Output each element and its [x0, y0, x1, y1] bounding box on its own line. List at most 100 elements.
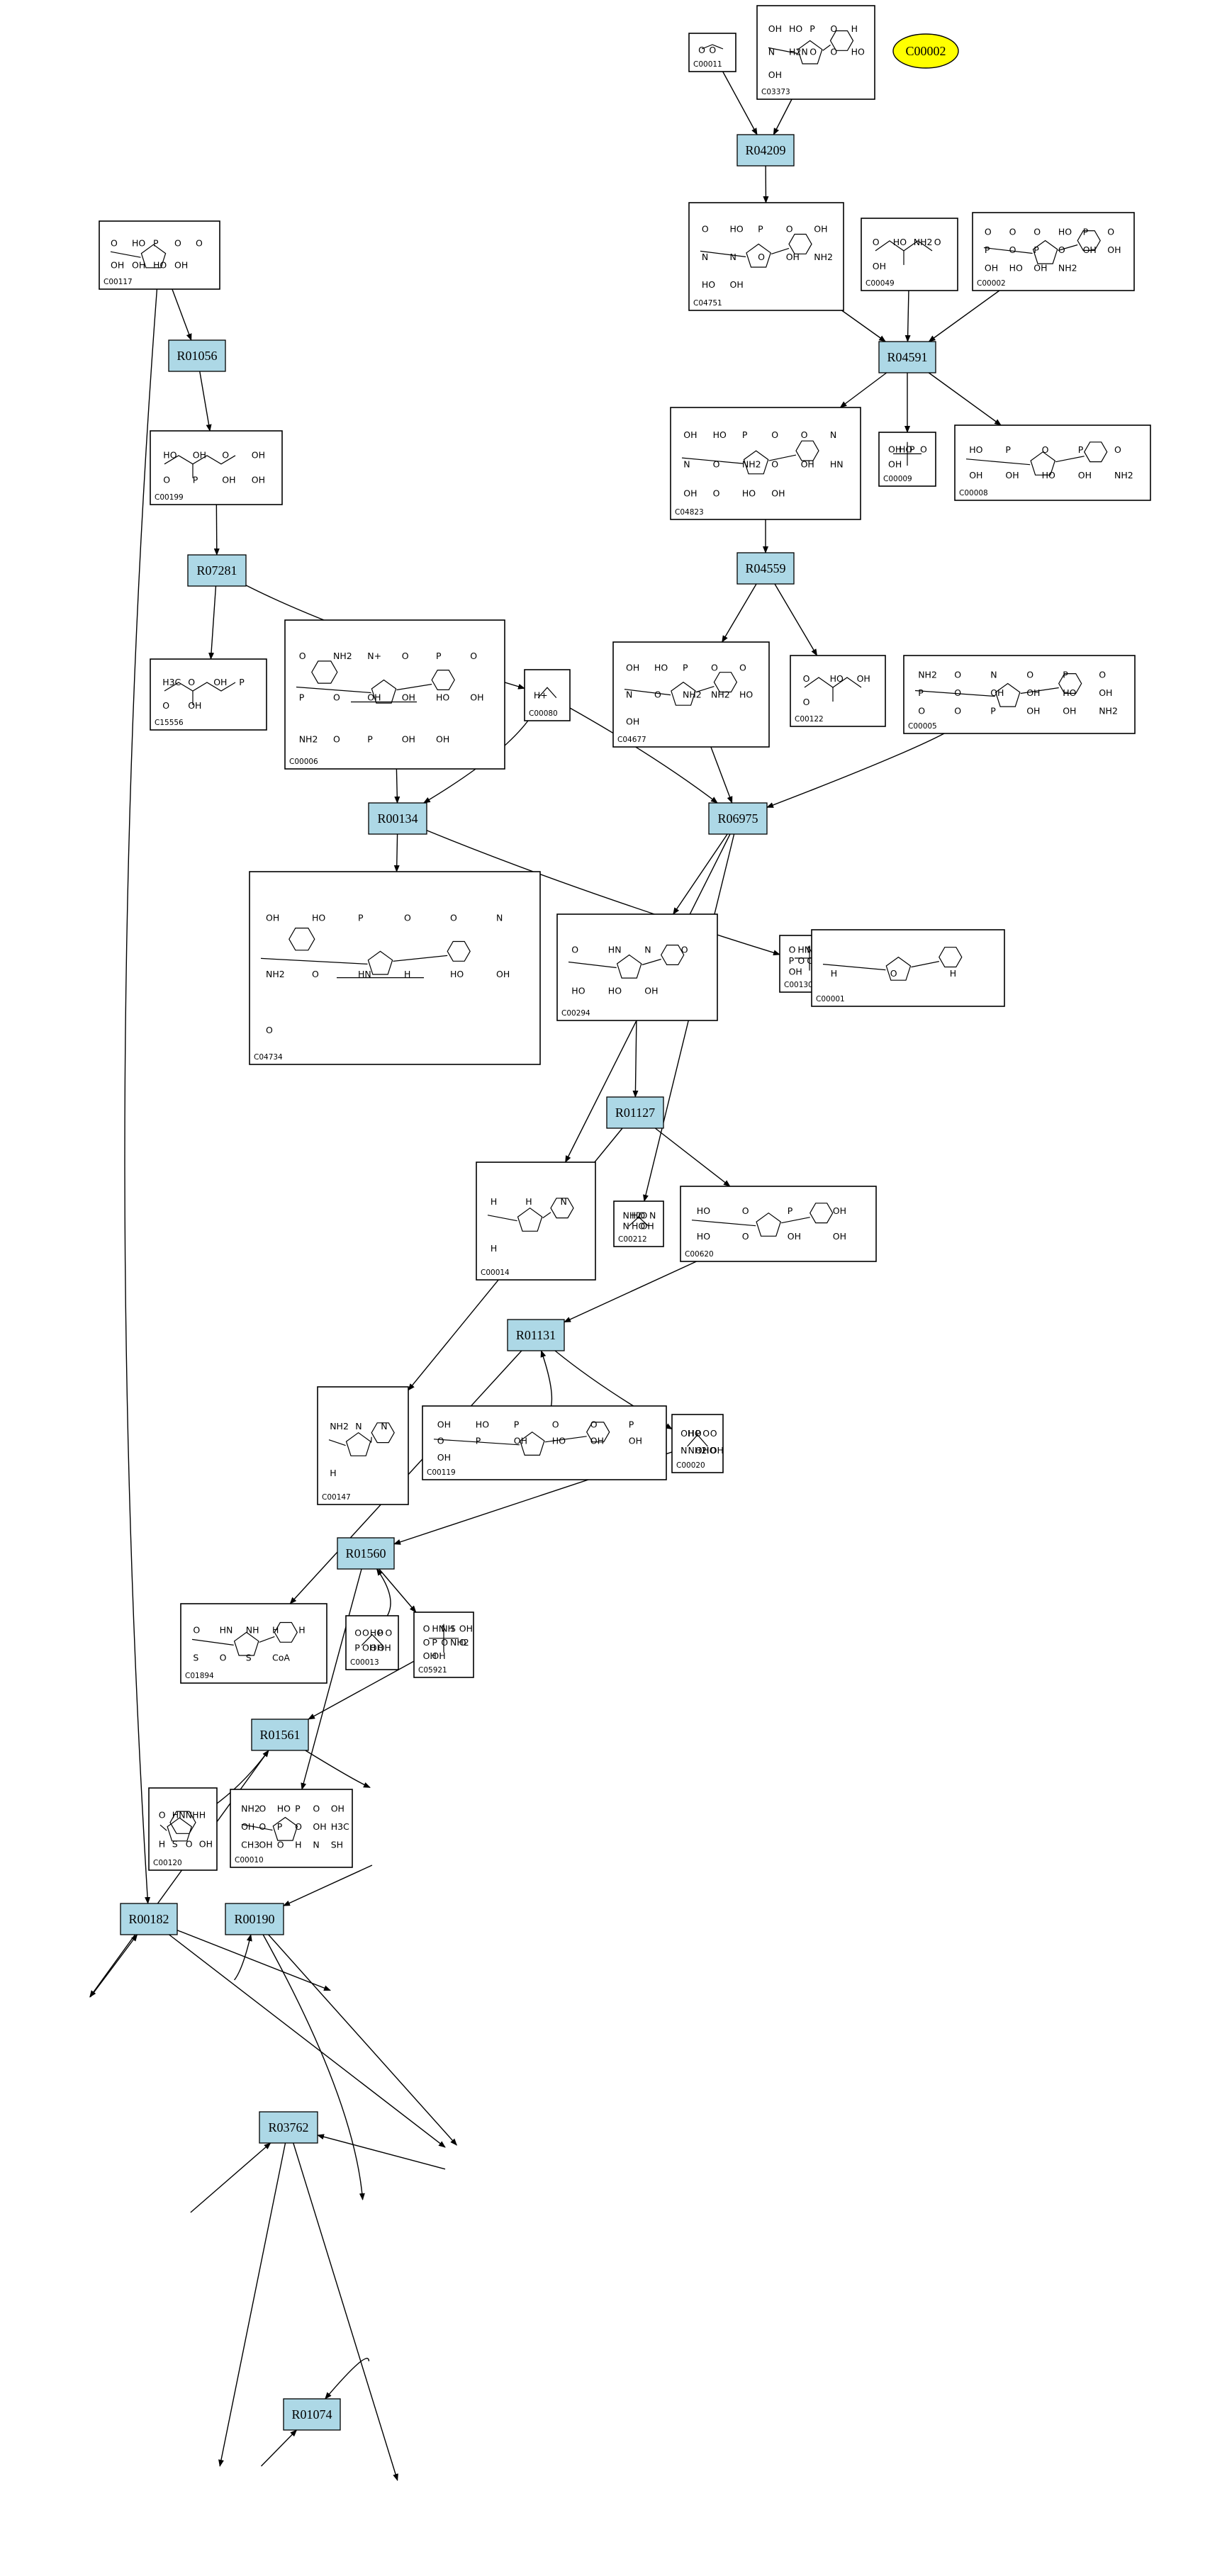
edge-arrow	[218, 2142, 286, 2467]
atom-label: HO	[830, 673, 844, 684]
reaction-node[interactable]: R07281	[187, 554, 247, 587]
atom-label: OH	[402, 733, 415, 744]
atom-label: P	[476, 1436, 481, 1446]
reaction-node[interactable]: R01560	[337, 1537, 395, 1570]
atom-label: HO	[730, 224, 744, 235]
edge-arrow	[841, 310, 886, 342]
reaction-node[interactable]: R00182	[120, 1903, 178, 1935]
reaction-box	[878, 341, 936, 373]
reaction-node[interactable]: R04559	[736, 552, 795, 585]
reaction-node[interactable]: R01131	[507, 1319, 565, 1351]
atom-label: OH	[683, 488, 697, 499]
atom-label: O	[333, 692, 340, 703]
reaction-id: R04591	[887, 350, 927, 364]
reaction-id: R00134	[377, 811, 418, 826]
reaction-node[interactable]: R01127	[606, 1096, 664, 1129]
reaction-node[interactable]: R01074	[283, 2398, 341, 2431]
reaction-node[interactable]: R00134	[368, 802, 427, 835]
highlight-ellipse	[892, 33, 959, 69]
reaction-box	[606, 1096, 664, 1129]
atom-label: OH	[213, 677, 227, 687]
atom-label: O	[470, 651, 477, 661]
reaction-node[interactable]: R04209	[736, 134, 795, 167]
compound-id: C00008	[959, 489, 988, 497]
reaction-id: R06975	[717, 811, 758, 826]
atom-label: P	[985, 244, 990, 255]
reaction-node[interactable]: R04591	[878, 341, 936, 373]
compound-node[interactable]: H+C00080	[524, 669, 571, 721]
reaction-box	[187, 554, 247, 587]
edge-arrow	[325, 2358, 370, 2400]
reaction-node[interactable]: R00190	[225, 1903, 284, 1935]
atom-label: N	[830, 429, 836, 440]
reaction-node[interactable]: R06975	[708, 802, 768, 835]
compound-id: C00010	[235, 1856, 264, 1864]
atom-label: HO	[969, 444, 982, 455]
atom-label: CoA	[272, 1652, 290, 1663]
atom-label: O	[1058, 244, 1065, 255]
atom-label: OH	[362, 1643, 376, 1653]
atom-label: O	[333, 733, 340, 744]
atom-label: H+	[534, 690, 548, 701]
atom-label: OH	[402, 692, 415, 703]
atom-label: OH	[437, 1452, 451, 1463]
highlight-node[interactable]: C00002	[892, 33, 959, 69]
edge-arrow	[673, 833, 728, 915]
atom-label: N	[561, 1196, 567, 1207]
atom-label: O	[758, 252, 765, 262]
atom-label: O	[1114, 444, 1121, 455]
compound-id: C00005	[908, 722, 937, 731]
reaction-node[interactable]: R03762	[259, 2111, 318, 2144]
atom-label: N	[730, 252, 736, 262]
atom-label: O	[890, 968, 897, 979]
atom-label: O	[1107, 227, 1114, 237]
atom-label: OH	[313, 1821, 326, 1832]
compound-box	[556, 913, 718, 1021]
compound-id: C05921	[418, 1666, 447, 1675]
atom-label: HO	[713, 429, 727, 440]
atom-label: OH	[259, 1839, 272, 1850]
atom-label: N	[623, 1221, 629, 1232]
atom-label: O	[295, 1821, 302, 1832]
edge-arrow	[301, 1568, 362, 1790]
edge-arrow	[722, 71, 758, 135]
atom-label: OH	[378, 1643, 391, 1653]
atom-label: N	[768, 47, 775, 57]
atom-label: H3C	[162, 677, 181, 687]
atom-label: O	[830, 47, 837, 57]
structure-bonds	[191, 1621, 298, 1656]
reaction-node[interactable]: R01561	[251, 1719, 309, 1751]
reaction-node[interactable]: R01056	[168, 339, 226, 372]
structure-bonds	[681, 440, 819, 475]
